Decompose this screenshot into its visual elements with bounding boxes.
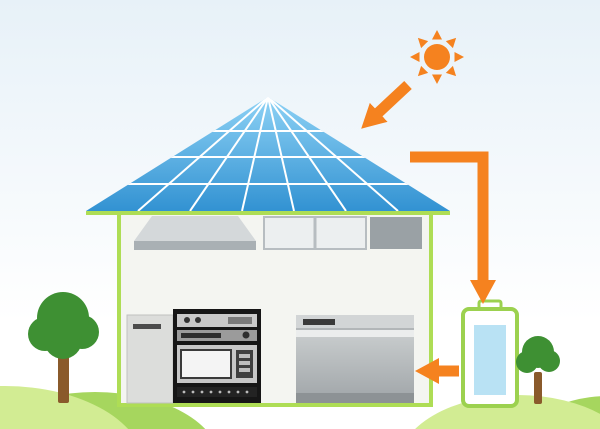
panel-grid-line — [267, 97, 295, 211]
stack-display — [228, 317, 252, 324]
second-floor — [134, 216, 422, 250]
microwave-button — [239, 354, 250, 358]
tree-left-foliage — [37, 292, 89, 344]
refrigerator-handle — [133, 324, 161, 329]
button-dot — [245, 390, 249, 394]
panel-grid-line — [189, 97, 269, 211]
sun-core — [424, 44, 450, 70]
dishwasher — [296, 315, 414, 403]
sun-icon — [410, 30, 464, 84]
button-dot — [191, 390, 195, 394]
sun-ray — [417, 65, 429, 77]
panel-grid-line — [267, 97, 399, 211]
panel-grid-line — [241, 97, 269, 211]
button-dot — [236, 390, 240, 394]
sun-ray — [445, 65, 457, 77]
button-dot — [182, 390, 186, 394]
button-dot — [218, 390, 222, 394]
button-dot — [209, 390, 213, 394]
hill-right-light — [415, 395, 600, 429]
microwave-button — [239, 368, 250, 372]
button-dot — [227, 390, 231, 394]
button-dot — [200, 390, 204, 394]
hill-left-light — [0, 386, 129, 429]
sun-ray — [410, 52, 420, 62]
tree-right — [516, 336, 560, 404]
microwave-button — [239, 361, 250, 365]
dishwasher-handle — [303, 319, 335, 325]
refrigerator — [126, 314, 174, 404]
tree-left-trunk — [58, 345, 69, 403]
arrow-sun-to-roof-icon — [361, 80, 412, 129]
microwave-window — [180, 349, 232, 379]
sun-rays — [410, 30, 464, 84]
house — [117, 209, 433, 407]
tree-right-foliage — [522, 336, 554, 368]
stack-slot — [181, 333, 221, 338]
appliance-stack — [173, 309, 261, 403]
energy-flow-arrows — [361, 80, 496, 384]
upstairs-panel — [370, 217, 422, 249]
sun-ray — [445, 37, 457, 49]
range-hood — [134, 216, 256, 241]
eave-board — [86, 211, 450, 215]
panel-grid-line — [137, 97, 269, 211]
panel-grid-line — [267, 97, 347, 211]
sun-ray — [454, 52, 464, 62]
storage-battery — [461, 299, 519, 408]
arrow-roof-to-battery-icon — [410, 151, 496, 304]
dishwasher-door — [296, 337, 414, 393]
knob-icon — [195, 317, 201, 323]
roof-shape — [86, 97, 450, 211]
battery-cell — [474, 325, 506, 395]
range-hood-duct — [134, 241, 256, 250]
tree-right-trunk — [534, 372, 542, 404]
sun-ray — [432, 74, 442, 84]
dishwasher-chrome-strip — [296, 330, 414, 337]
stack-bottom-row — [177, 387, 257, 397]
sun-ray — [417, 37, 429, 49]
dishwasher-base — [296, 393, 414, 403]
first-floor-appliances — [126, 309, 414, 404]
tree-left — [28, 292, 99, 403]
sun-ray — [432, 30, 442, 40]
knob-icon — [242, 331, 250, 339]
knob-icon — [184, 317, 190, 323]
